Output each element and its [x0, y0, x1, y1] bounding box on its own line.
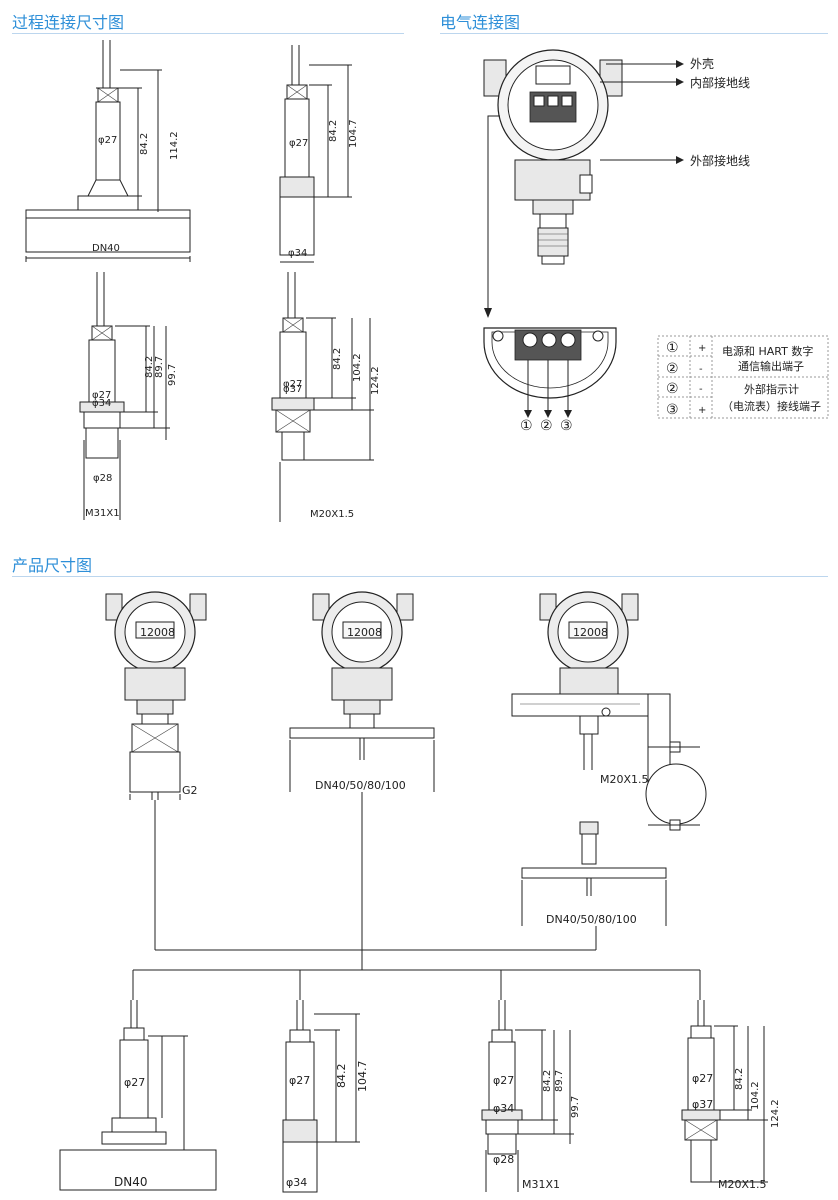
product-dimension-header: 产品尺寸图 — [12, 556, 93, 575]
b3-d27-label: φ27 — [493, 1074, 514, 1087]
product-flange-transmitter — [289, 591, 435, 792]
dn40-dn-label: DN40 — [92, 243, 120, 254]
table-row1-desc2: 通信输出端子 — [738, 359, 804, 373]
t3-lcd: 12008 — [573, 626, 608, 639]
product-header-rule — [12, 576, 828, 577]
inner-ground-label: 内部接地线 — [690, 75, 750, 90]
b4-1042-label: 104.2 — [750, 1081, 761, 1110]
m20-d27-label: φ27 — [283, 379, 302, 390]
terminal-table — [657, 335, 829, 419]
m31-897-label: 89.7 — [154, 356, 165, 378]
electrical-housing-drawing — [483, 49, 684, 318]
d34-1047-label: 104.7 — [348, 119, 359, 148]
t2-dn-label: DN40/50/80/100 — [315, 779, 406, 792]
m31-997-label: 99.7 — [167, 364, 178, 386]
m31-thread-label: M31X1 — [85, 508, 120, 519]
b3-d28-label: φ28 — [493, 1153, 514, 1166]
d34-d27-label: φ27 — [289, 138, 308, 149]
t3-m20-label: M20X1.5 — [600, 773, 649, 786]
terminal-1-label: ① — [520, 418, 533, 434]
dn40-842-label: 84.2 — [139, 133, 150, 155]
b4-842-label: 84.2 — [734, 1068, 745, 1090]
table-row3-sign: - — [699, 384, 703, 395]
b2-d27-label: φ27 — [289, 1074, 310, 1087]
bottom-m31-drawing — [481, 1000, 574, 1192]
t1-g2-label: G2 — [182, 784, 198, 797]
process-dn40-drawing — [25, 40, 191, 262]
table-row4-sign: + — [698, 405, 706, 416]
m31-d28-label: φ28 — [93, 473, 112, 484]
shell-label: 外壳 — [690, 57, 714, 71]
m31-842-label: 84.2 — [144, 356, 155, 378]
table-row3-desc1: 外部指示计 — [744, 382, 799, 396]
process-d34-drawing — [279, 45, 352, 263]
dn40-1142-label: 114.2 — [169, 131, 180, 160]
m20-1242-label: 124.2 — [370, 366, 381, 395]
bottom-dn40-drawing — [59, 1000, 217, 1191]
m20-842-label: 84.2 — [332, 348, 343, 370]
b4-d27-label: φ27 — [692, 1072, 713, 1085]
table-row3-num: ② — [666, 381, 679, 397]
outer-ground-label: 外部接地线 — [690, 153, 750, 168]
b3-842-label: 84.2 — [542, 1070, 553, 1092]
terminal-block-drawing — [483, 327, 617, 418]
b2-842-label: 84.2 — [335, 1064, 348, 1089]
electrical-connection-header: 电气连接图 — [440, 13, 521, 32]
table-row4-num: ③ — [666, 402, 679, 418]
b2-1047-label: 104.7 — [356, 1061, 369, 1093]
process-m20-drawing — [271, 272, 374, 522]
b4-1242-label: 124.2 — [770, 1099, 781, 1128]
b3-d34-label: φ34 — [493, 1102, 514, 1115]
m31-d27-label: φ27 — [92, 390, 111, 401]
table-row1-desc1: 电源和 HART 数字 — [722, 344, 813, 358]
product-g2-transmitter — [105, 591, 207, 800]
b2-d34-label: φ34 — [286, 1176, 307, 1189]
process-connection-header: 过程连接尺寸图 — [12, 13, 125, 32]
dn40-d27-label: φ27 — [98, 135, 117, 146]
m20-1042-label: 104.2 — [352, 353, 363, 382]
table-row1-sign: + — [698, 343, 706, 354]
b1-dn40-label: DN40 — [114, 1175, 148, 1189]
b3-997-label: 99.7 — [570, 1096, 581, 1118]
m31-d34-label: φ34 — [92, 398, 111, 409]
b4-d37-label: φ37 — [692, 1098, 713, 1111]
t2-lcd: 12008 — [347, 626, 382, 639]
terminal-2-label: ② — [540, 418, 553, 434]
product-bracket-transmitter — [511, 591, 707, 926]
process-header-rule — [12, 33, 404, 34]
bottom-d34-drawing — [282, 1000, 360, 1193]
table-row2-num: ② — [666, 361, 679, 377]
t1-lcd: 12008 — [140, 626, 175, 639]
b3-m31-label: M31X1 — [522, 1178, 560, 1191]
b4-m20-label: M20X1.5 — [718, 1178, 767, 1191]
b1-d27-label: φ27 — [124, 1076, 145, 1089]
table-row3-desc2: （电流表）接线端子 — [722, 399, 821, 413]
process-m31-drawing — [79, 272, 170, 520]
terminal-3-label: ③ — [560, 418, 573, 434]
m20-d37-label: φ37 — [283, 384, 302, 395]
t3-dn-label: DN40/50/80/100 — [546, 913, 637, 926]
table-row2-sign: - — [699, 364, 703, 375]
product-tree-lines — [132, 792, 701, 1000]
bottom-m20-drawing — [681, 1000, 768, 1183]
d34-d34-label: φ34 — [288, 248, 307, 259]
b3-897-label: 89.7 — [554, 1070, 565, 1092]
table-row1-num: ① — [666, 340, 679, 356]
electrical-header-rule — [440, 33, 828, 34]
d34-842-label: 84.2 — [328, 120, 339, 142]
m20-thread-label: M20X1.5 — [310, 509, 354, 520]
